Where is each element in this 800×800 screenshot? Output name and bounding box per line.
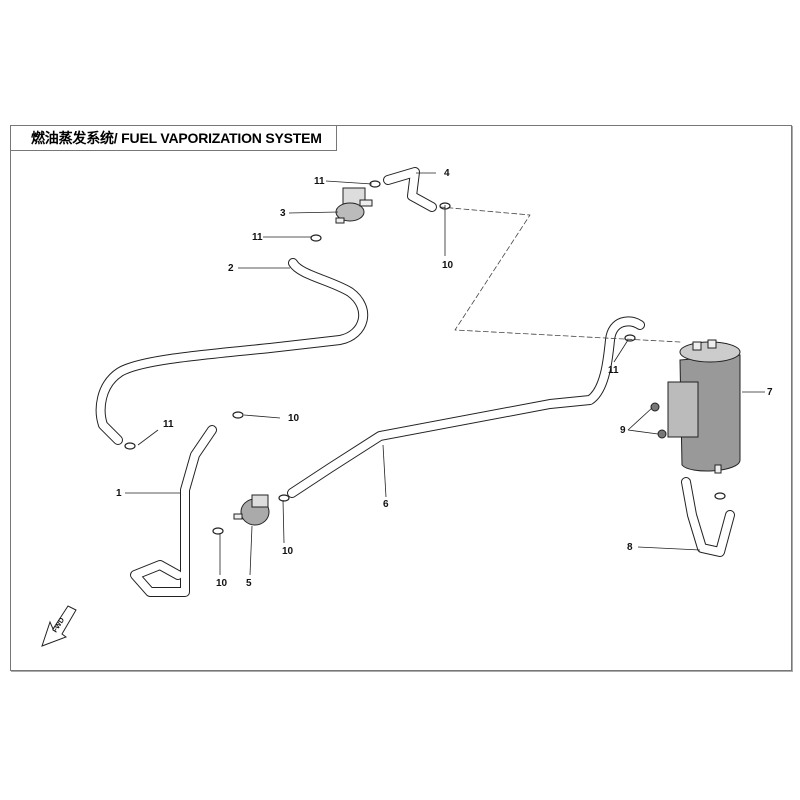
leader-line [249,525,253,576]
hose-clamp-icon [212,527,224,535]
hose-part-6 [287,316,645,498]
leader-line [137,429,159,446]
hose-clamp-icon [310,234,322,242]
nut-part-9 [650,402,667,439]
callout-label-11: 11 [608,365,619,376]
hose-clamp-icon [232,411,244,419]
callout-label-3: 3 [280,208,286,219]
hose-part-8 [681,477,735,557]
callout-label-11: 11 [163,419,174,430]
leader-line [637,546,701,551]
hose-part-4 [383,167,437,212]
callout-label-10: 10 [216,578,228,589]
hose-clamp-icon [124,442,136,450]
callout-label-4: 4 [444,168,450,179]
leader-line [282,499,285,544]
leader-line [288,211,339,214]
hose-clamp-icon [624,334,636,342]
carbon-canister-part-7 [667,339,741,474]
leader-line [382,444,387,498]
hose-clamp-icon [278,494,290,502]
callout-label-11: 11 [314,176,325,187]
dashed-connection-line [439,206,681,343]
hose-part-1 [130,425,217,597]
callout-label-5: 5 [246,578,252,589]
callout-label-2: 2 [228,263,234,274]
callout-label-6: 6 [383,499,389,510]
leader-line [325,180,373,185]
solenoid-valve-part-3 [335,187,373,224]
callout-label-7: 7 [767,387,773,398]
callout-label-10: 10 [442,260,454,271]
leader-line [243,414,281,419]
callout-label-11: 11 [252,232,263,243]
page-title: 燃油蒸发系统/ FUEL VAPORIZATION SYSTEM [10,125,337,151]
leader-line [627,429,659,435]
callout-label-8: 8 [627,542,633,553]
leader-line [627,407,653,431]
leader-line [613,339,629,363]
diagram-frame [10,125,792,671]
callout-label-1: 1 [116,488,122,499]
hose-clamp-icon [714,492,726,500]
callout-label-10: 10 [288,413,300,424]
hose-part-2 [95,258,369,445]
fwd-arrow-icon: FWD [41,605,77,647]
callout-label-10: 10 [282,546,294,557]
filter-part-5 [233,494,270,526]
callout-label-9: 9 [620,425,626,436]
